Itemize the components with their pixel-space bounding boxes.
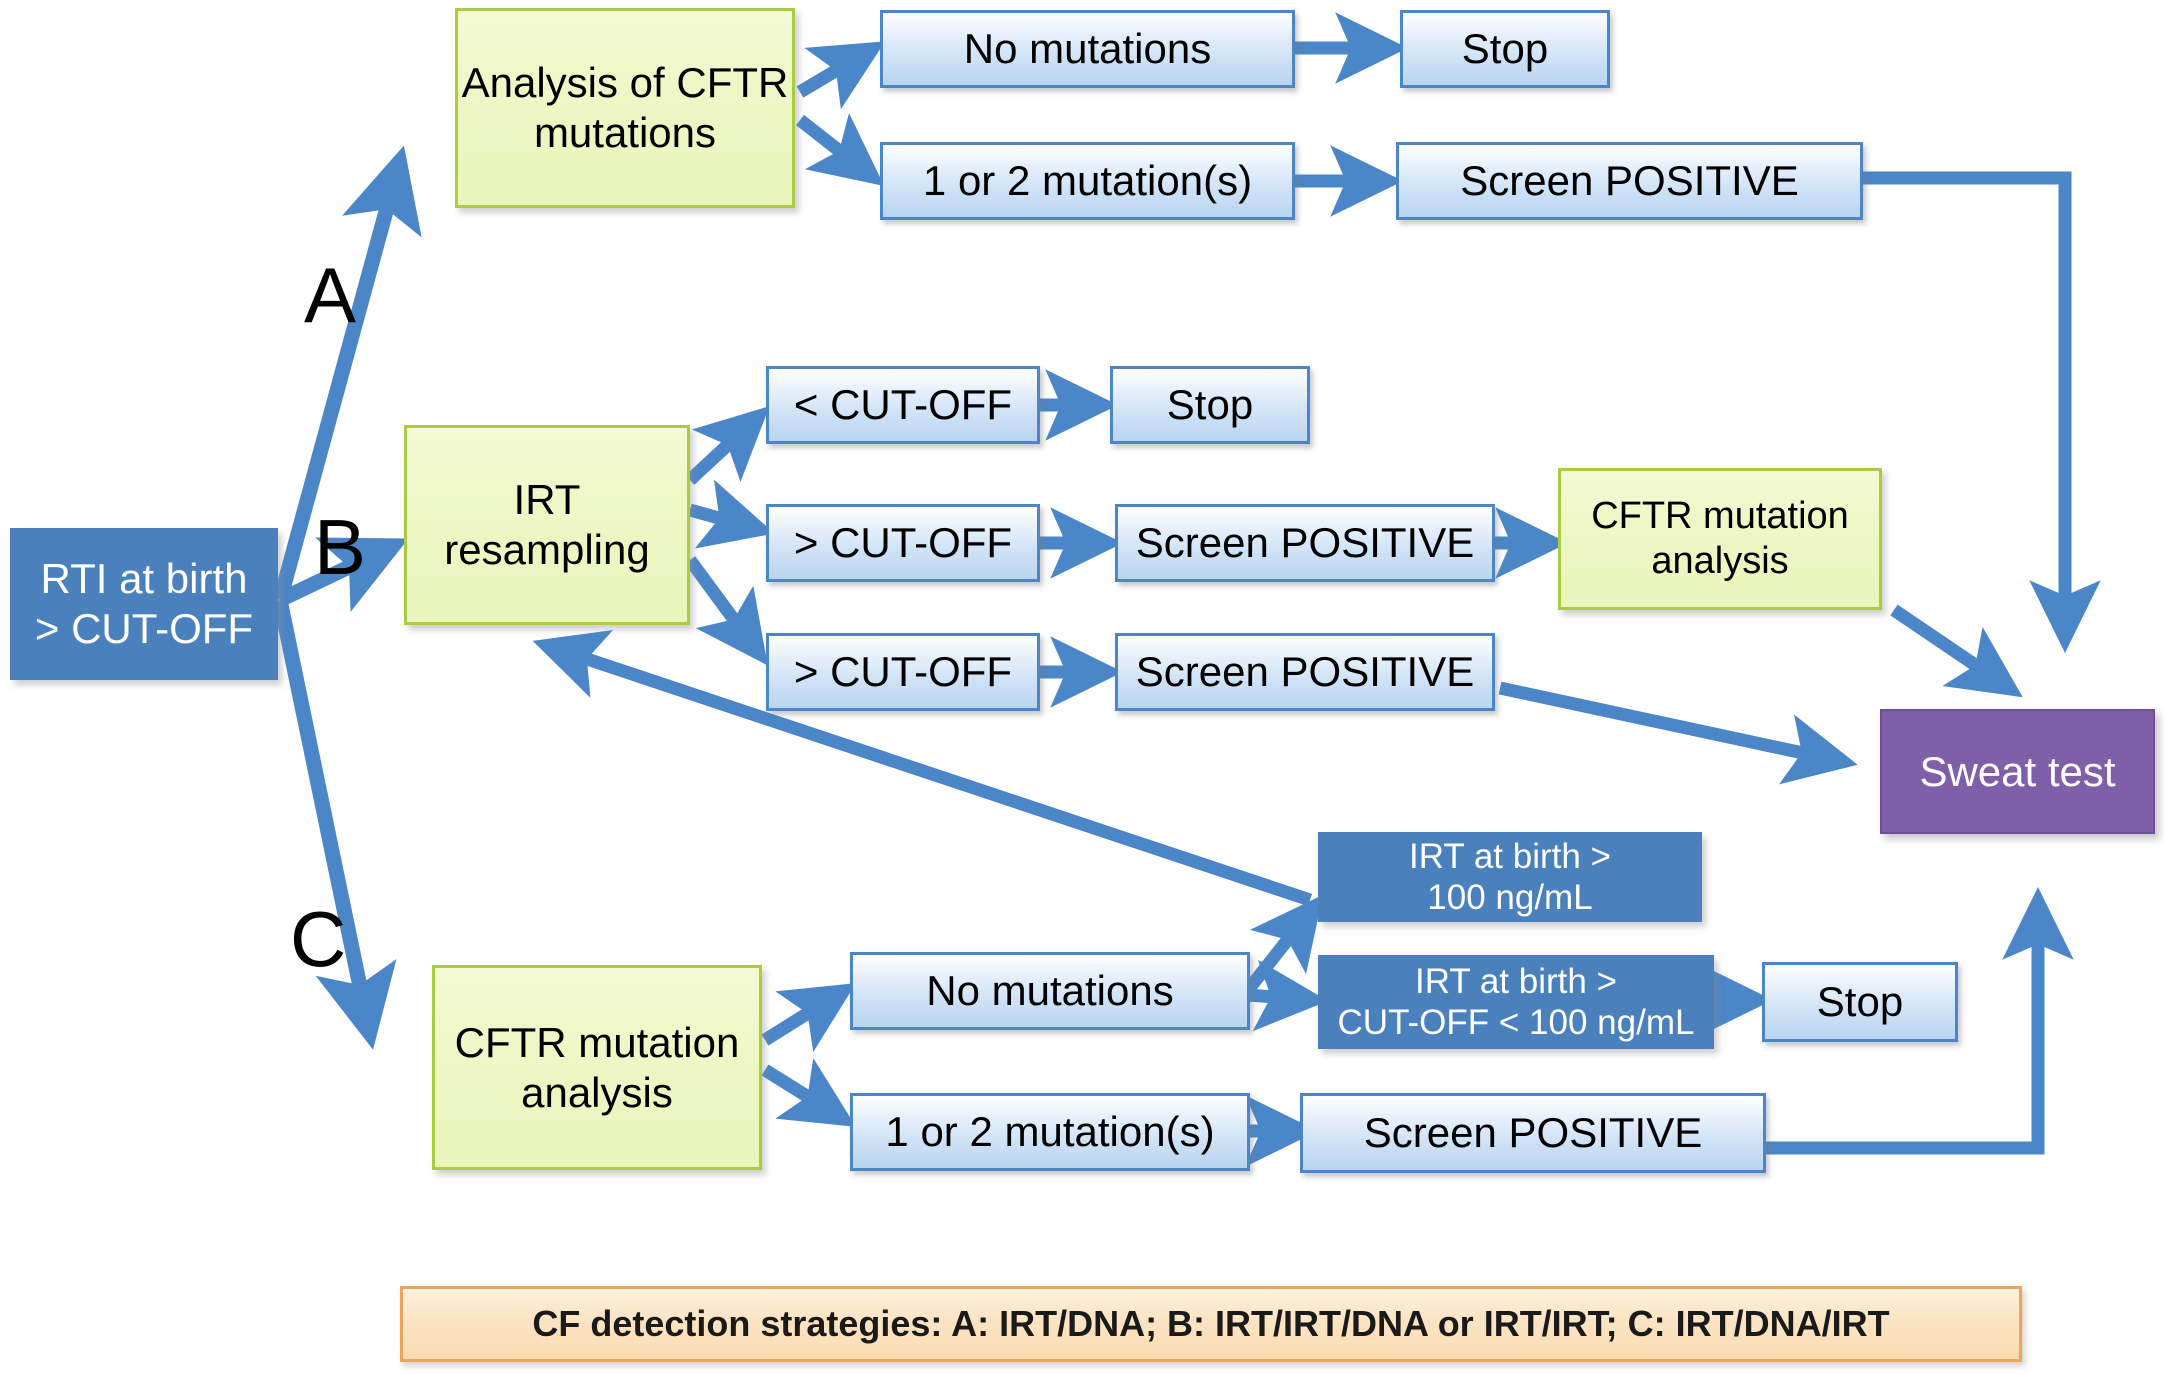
node-a-one-or-two-mutations[interactable]: 1 or 2 mutation(s): [880, 142, 1295, 220]
node-b-screen-positive-2[interactable]: Screen POSITIVE: [1115, 633, 1495, 711]
caption-strategies: CF detection strategies: A: IRT/DNA; B: …: [400, 1286, 2022, 1362]
node-c-irt-at-birth-mid[interactable]: IRT at birth > CUT-OFF < 100 ng/mL: [1318, 955, 1714, 1049]
branch-label-c: C: [290, 895, 347, 983]
edge-a-step-to-no-mutations: [796, 41, 886, 110]
node-c-one-or-two-mutations[interactable]: 1 or 2 mutation(s): [850, 1093, 1250, 1171]
node-c-irt-at-birth-high[interactable]: IRT at birth > 100 ng/mL: [1318, 832, 1702, 922]
edge-a-step-to-mutations: [795, 112, 885, 187]
edge-c-step-to-mutations: [761, 1057, 857, 1127]
node-c-stop[interactable]: Stop: [1762, 962, 1958, 1042]
edge-b-step-to-below-cutoff: [685, 406, 770, 485]
node-b-cftr-mutation-analysis[interactable]: CFTR mutation analysis: [1558, 468, 1882, 610]
node-b-irt-resampling[interactable]: IRT resampling: [404, 425, 690, 625]
edge-b-step-to-above-cutoff-2: [684, 556, 768, 666]
node-c-no-mutations[interactable]: No mutations: [850, 952, 1250, 1030]
node-b-stop[interactable]: Stop: [1110, 366, 1310, 444]
edge-a-screen-positive-to-sweat-test: [1863, 171, 2101, 654]
edge-c-no-mutations-to-irt-high: [1242, 894, 1324, 995]
node-b-above-cutoff-2[interactable]: > CUT-OFF: [766, 633, 1040, 711]
edge-b-cftr-analysis-to-sweat-test: [1890, 604, 2023, 698]
node-c-cftr-mutation-analysis[interactable]: CFTR mutation analysis: [432, 965, 762, 1170]
node-c-screen-positive[interactable]: Screen POSITIVE: [1300, 1093, 1766, 1173]
edge-c-step-to-no-mutations: [761, 983, 857, 1053]
edge-b-screen-positive-to-sweat-test: [1498, 681, 1858, 785]
node-b-above-cutoff-1[interactable]: > CUT-OFF: [766, 504, 1040, 582]
edge-b-step-to-above-cutoff-1: [688, 479, 775, 549]
node-a-stop[interactable]: Stop: [1400, 10, 1610, 88]
node-b-screen-positive-1[interactable]: Screen POSITIVE: [1115, 504, 1495, 582]
node-a-no-mutations[interactable]: No mutations: [880, 10, 1295, 88]
node-b-below-cutoff[interactable]: < CUT-OFF: [766, 366, 1040, 444]
node-a-analysis-of-cftr-mutations[interactable]: Analysis of CFTR mutations: [455, 8, 795, 208]
node-a-screen-positive[interactable]: Screen POSITIVE: [1396, 142, 1863, 220]
branch-label-b: B: [314, 503, 367, 591]
branch-label-a: A: [304, 251, 357, 339]
node-sweat-test[interactable]: Sweat test: [1880, 709, 2155, 834]
start-node-rti-at-birth[interactable]: RTI at birth > CUT-OFF: [10, 528, 278, 680]
edge-c-no-mutations-to-irt-mid: [1247, 959, 1328, 1032]
